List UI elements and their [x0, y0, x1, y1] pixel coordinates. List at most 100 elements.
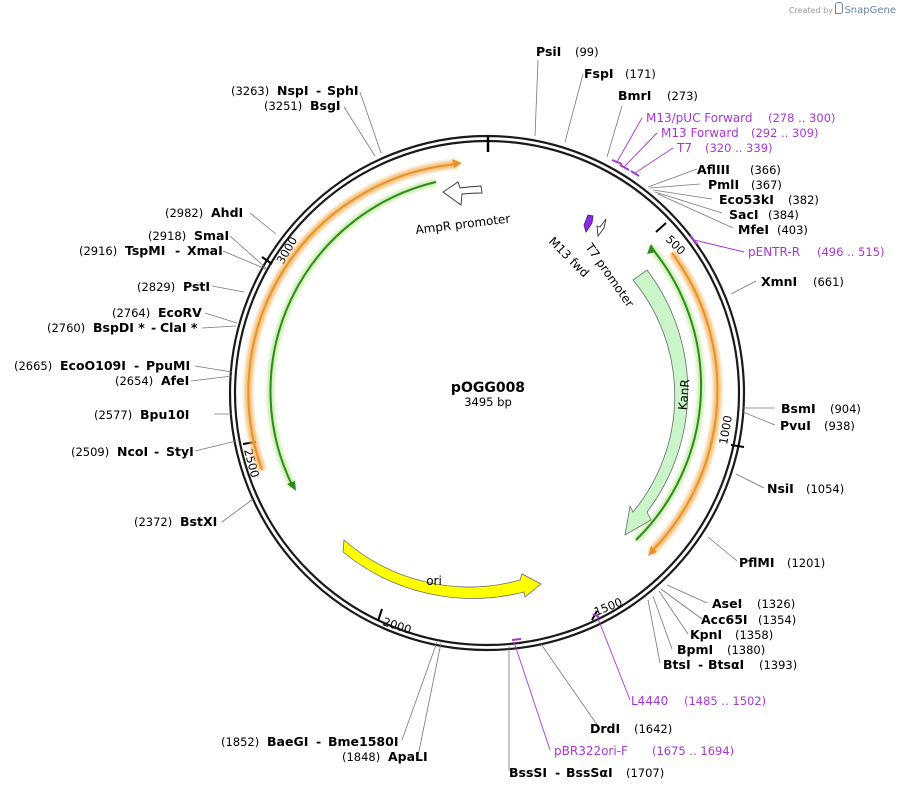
kanr-label: KanR: [676, 379, 693, 411]
site-name-2: ClaI *: [160, 320, 198, 335]
site-position: (3251): [264, 99, 302, 113]
site-bsmi[interactable]: BsmI (904): [781, 401, 861, 416]
site-afliii[interactable]: AflIII (366): [697, 162, 781, 177]
site-eco53ki[interactable]: Eco53kI (382): [719, 192, 819, 207]
site-ecorv[interactable]: (2764) EcoRV: [112, 305, 202, 320]
primer-mark-t7: [630, 170, 640, 177]
site-ecoo109i-ppumi[interactable]: (2665) EcoO109I - PpuMI: [14, 358, 190, 373]
site-name: BsgI: [310, 98, 341, 113]
site-acc65i[interactable]: Acc65I (1354): [701, 612, 796, 627]
site-name: XmnI: [761, 274, 797, 289]
site-name: SacI: [729, 207, 759, 222]
site-position: (382): [788, 193, 819, 207]
site-name: TspMI: [125, 243, 165, 258]
site-position: (2764): [112, 306, 150, 320]
site-ahdi[interactable]: (2982) AhdI: [165, 205, 243, 220]
site-smai[interactable]: (2918) SmaI: [148, 228, 229, 243]
site-position: (2760): [47, 321, 85, 335]
primer-name: M13/pUC Forward: [646, 111, 753, 125]
primer-m13-forward[interactable]: M13 Forward (292 .. 309): [661, 126, 819, 140]
site-bmri[interactable]: BmrI (273): [618, 88, 698, 103]
site-bpmi[interactable]: BpmI (1380): [677, 642, 765, 657]
primer-l4440[interactable]: L4440 (1485 .. 1502): [631, 694, 766, 708]
primer-mark-pentr: [689, 235, 698, 245]
site-pvui[interactable]: PvuI (938): [780, 418, 855, 433]
primer-mark-pbr322: [511, 638, 522, 641]
site-name: MfeI: [738, 222, 769, 237]
kanr-cds-arrowhead: [647, 244, 656, 254]
site-saci[interactable]: SacI (384): [729, 207, 799, 222]
site-pflmi[interactable]: PflMI (1201): [739, 555, 825, 570]
site-drdi[interactable]: DrdI (1642): [590, 721, 672, 736]
site-separator: -: [154, 444, 159, 459]
site-position: (1642): [634, 722, 672, 736]
site-name-2: XmaI: [187, 243, 223, 258]
site-name: BspDI *: [93, 320, 145, 335]
site-bpu10i[interactable]: (2577) Bpu10I: [94, 407, 189, 422]
site-mfei[interactable]: MfeI (403): [738, 222, 808, 237]
site-name: PmlI: [708, 177, 739, 192]
site-position: (661): [813, 275, 844, 289]
primer-pentr-r[interactable]: pENTR-R (496 .. 515): [748, 245, 885, 259]
primer-mark-m13fwd: [619, 164, 630, 171]
site-nspi-sphi[interactable]: (3263) NspI - SphI: [231, 83, 359, 98]
site-nsii[interactable]: NsiI (1054): [767, 481, 844, 496]
ampr-promoter-arrow: [442, 181, 483, 206]
site-name: PsiI: [536, 44, 561, 59]
site-fspi[interactable]: FspI (171): [584, 66, 656, 81]
site-separator: -: [555, 765, 560, 780]
site-position: (1201): [787, 556, 825, 570]
site-position: (2577): [94, 408, 132, 422]
site-position: (2372): [134, 515, 172, 529]
site-apali[interactable]: (1848) ApaLI: [342, 749, 428, 764]
site-position: (2916): [79, 244, 117, 258]
site-name-2: PpuMI: [146, 358, 190, 373]
site-name-2: Bme1580I: [328, 734, 398, 749]
site-psti[interactable]: (2829) PstI: [137, 279, 210, 294]
site-position: (1326): [757, 597, 795, 611]
site-bsssi-bsssai[interactable]: BssSI - BssSαI (1707): [509, 765, 664, 780]
site-xmni[interactable]: XmnI (661): [761, 274, 844, 289]
site-separator: -: [316, 83, 321, 98]
kanr-orf-orange: [650, 252, 719, 553]
site-position: (1358): [735, 628, 773, 642]
site-bstxi[interactable]: (2372) BstXI: [134, 514, 217, 529]
primer-name: L4440: [631, 694, 668, 708]
site-ncoi-styi[interactable]: (2509) NcoI - StyI: [71, 444, 194, 459]
site-position: (1354): [758, 613, 796, 627]
site-afei[interactable]: (2654) AfeI: [115, 373, 189, 388]
site-position: (2654): [115, 374, 153, 388]
primer-pbr322ori-f[interactable]: pBR322ori-F (1675 .. 1694): [554, 744, 734, 758]
primer-name: pENTR-R: [748, 245, 800, 259]
site-name: KpnI: [690, 627, 722, 642]
site-name-2: SphI: [327, 83, 359, 98]
site-pmli[interactable]: PmlI (367): [708, 177, 782, 192]
site-name: DrdI: [590, 721, 620, 736]
site-asei[interactable]: AseI (1326): [712, 596, 795, 611]
primer-t7[interactable]: T7 (320 .. 339): [676, 141, 773, 155]
site-kpni[interactable]: KpnI (1358): [690, 627, 773, 642]
site-baegi-bme1580i[interactable]: (1852) BaeGI - Bme1580I: [221, 734, 398, 749]
site-separator: -: [134, 358, 139, 373]
site-tspmi-xmai[interactable]: (2916) TspMI - XmaI: [79, 243, 223, 258]
site-bsgi[interactable]: (3251) BsgI: [264, 98, 341, 113]
ori-label: ori: [426, 574, 442, 588]
site-separator: -: [698, 657, 703, 672]
site-name: BstXI: [180, 514, 217, 529]
m13-fwd-arrow: [583, 214, 594, 233]
site-psii[interactable]: PsiI (99): [536, 44, 599, 59]
site-name: PflMI: [739, 555, 775, 570]
primer-range: (278 .. 300): [768, 111, 836, 125]
site-bspdi-clai[interactable]: (2760) BspDI * - ClaI *: [47, 320, 198, 335]
primer-m13-puc-forward[interactable]: M13/pUC Forward (278 .. 300): [646, 111, 836, 125]
site-btsi-btsai[interactable]: BtsI - BtsαI (1393): [663, 657, 797, 672]
tick-mark-500: [655, 222, 667, 233]
site-name: BpmI: [677, 642, 713, 657]
ori-feature-arrow: [342, 539, 542, 599]
enzyme-leader-lines: [190, 59, 776, 771]
site-name: NsiI: [767, 481, 794, 496]
t7-promoter-arrow: [596, 218, 607, 238]
site-position: (1054): [806, 482, 844, 496]
site-position: (1848): [342, 750, 380, 764]
